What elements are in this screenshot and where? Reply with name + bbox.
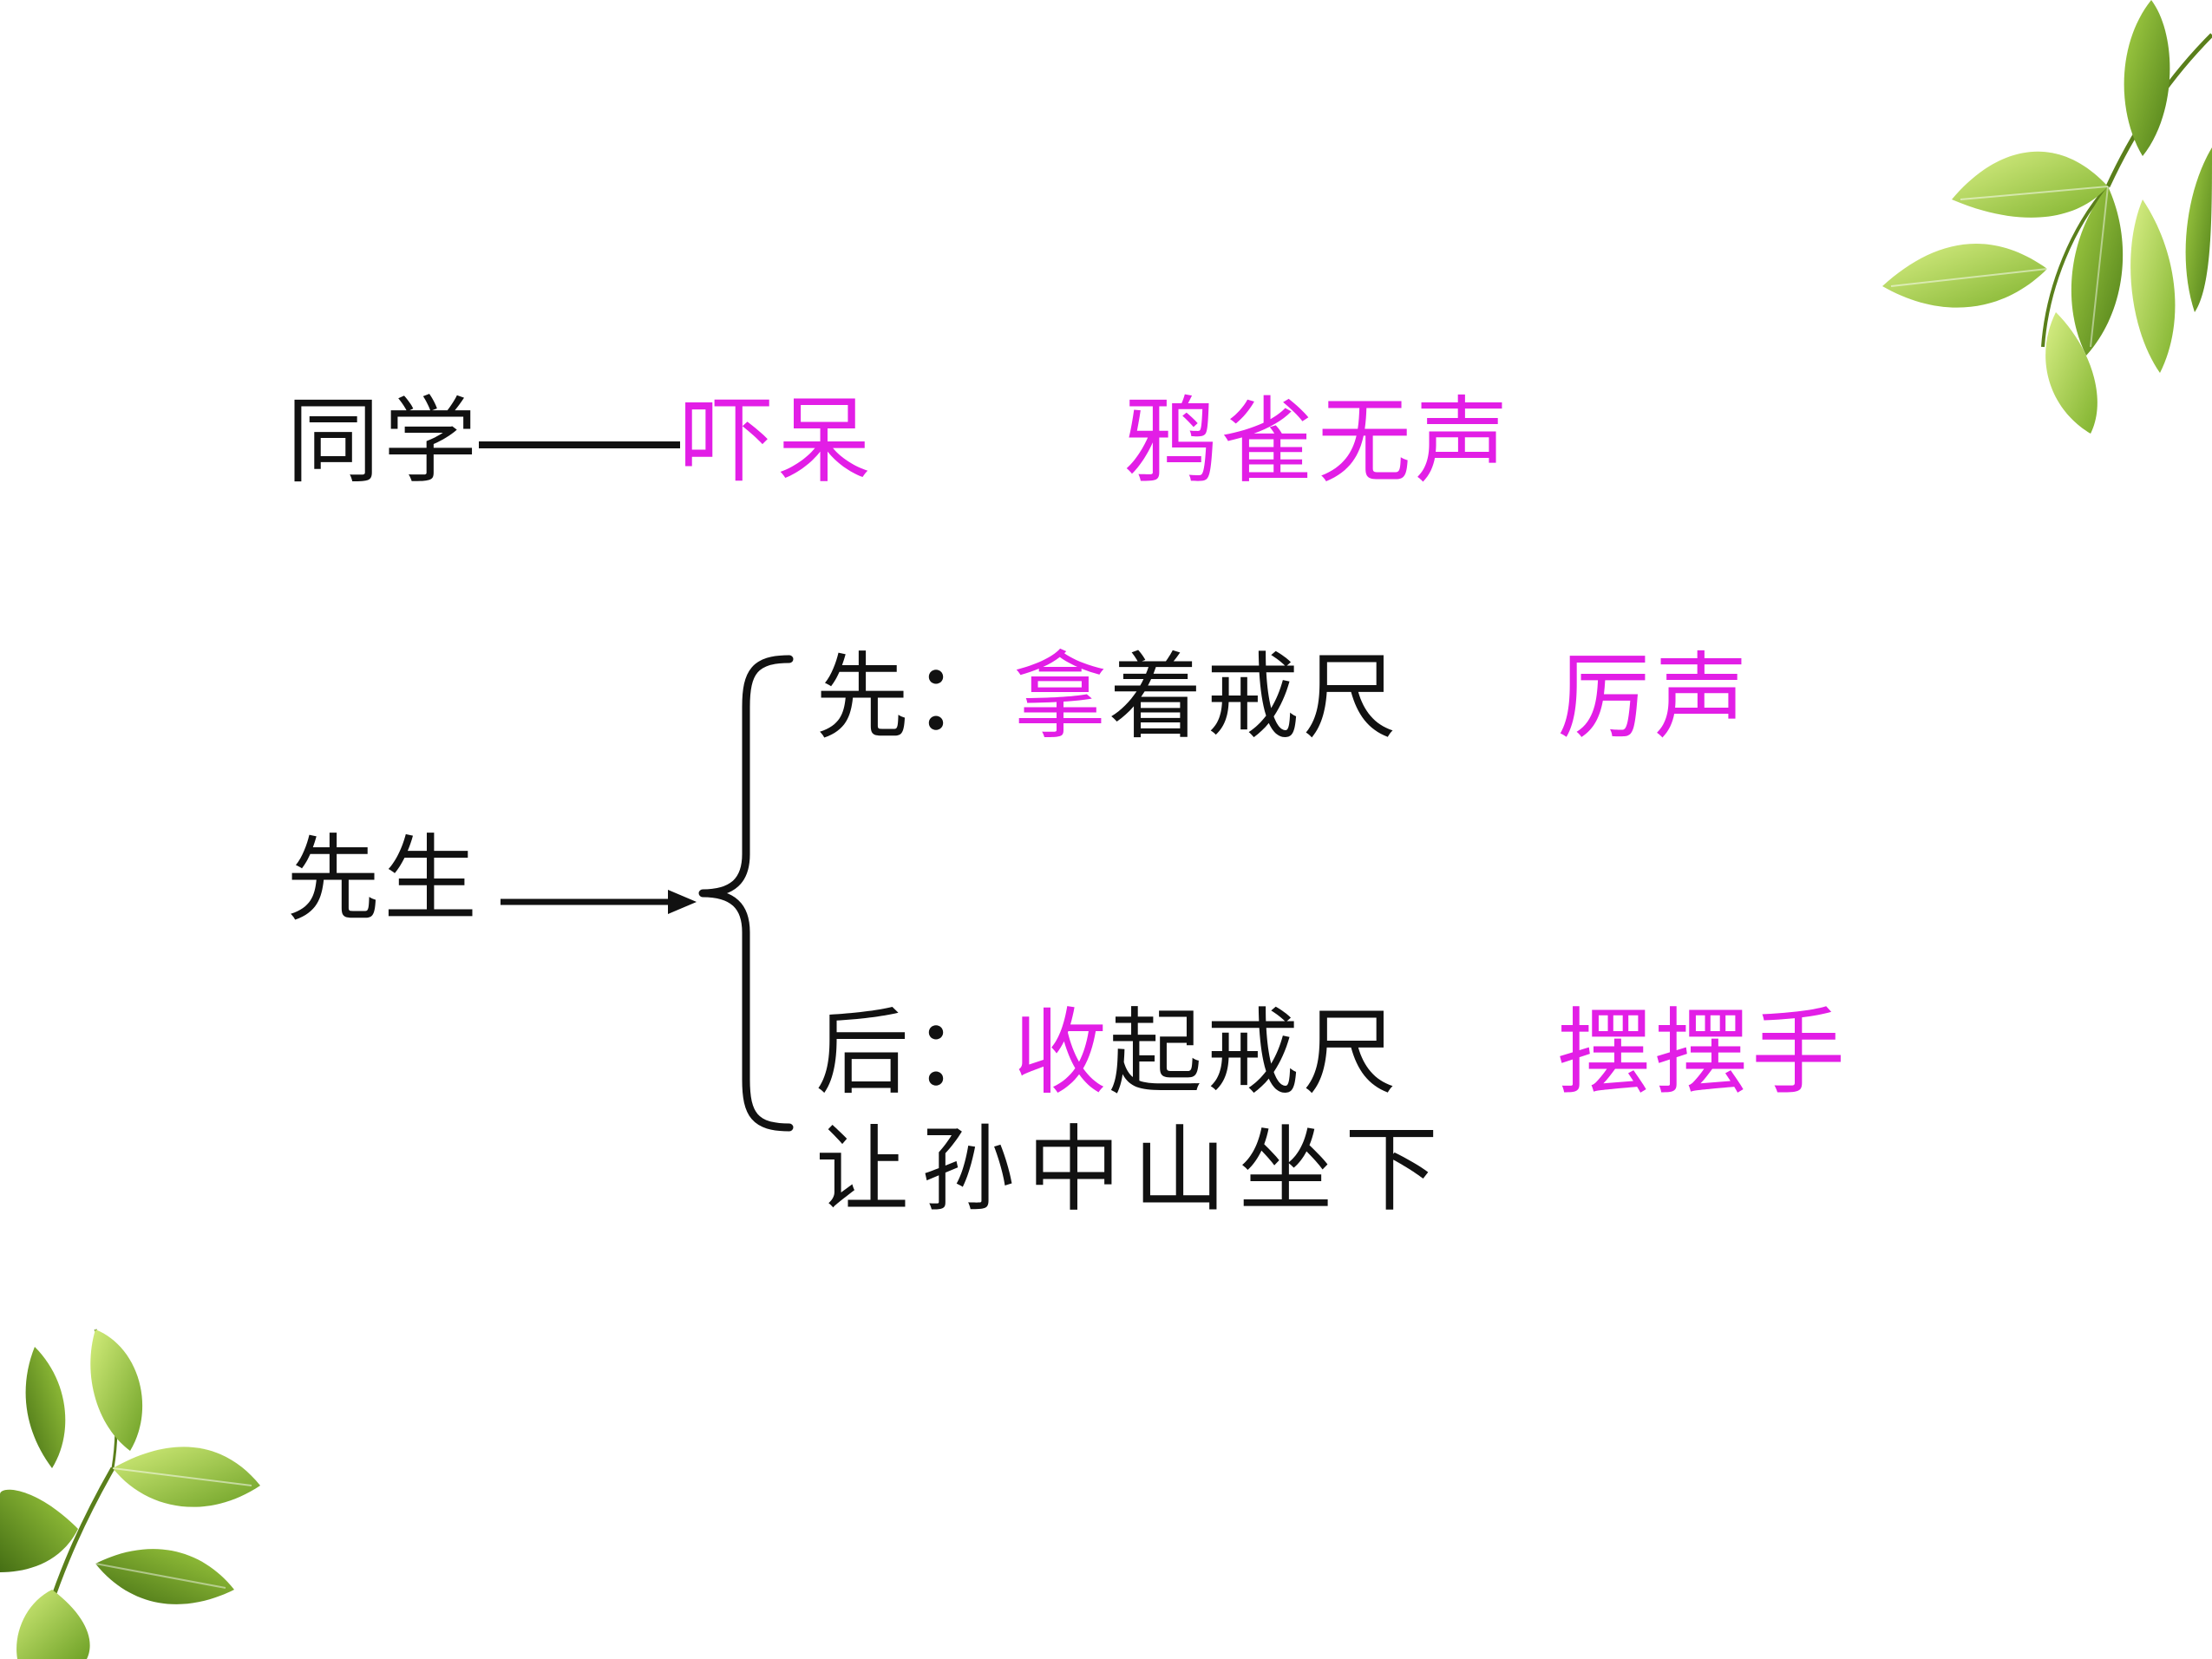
leaf-cluster-top-right-icon bbox=[1882, 0, 2212, 434]
before-verb: 拿 bbox=[1013, 643, 1111, 752]
stunned-word: 吓呆 bbox=[680, 388, 875, 496]
before-label: 先： bbox=[815, 643, 1011, 752]
teacher-label: 先生 bbox=[286, 826, 481, 934]
silence-word: 鸦雀无声 bbox=[1123, 388, 1513, 496]
em-dash-connector bbox=[479, 441, 680, 448]
arrow-right-icon bbox=[501, 890, 697, 914]
left-brace-icon bbox=[698, 655, 794, 1132]
before-action: 着戒尺 bbox=[1109, 643, 1401, 752]
after-label: 后： bbox=[815, 999, 1011, 1107]
after-action: 起戒尺 bbox=[1109, 999, 1401, 1107]
classmates-label: 同学 bbox=[286, 388, 481, 496]
after-verb: 收 bbox=[1013, 999, 1111, 1107]
before-manner: 厉声 bbox=[1557, 643, 1752, 752]
after-continuation: 让孙中山坐下 bbox=[815, 1116, 1451, 1225]
leaf-cluster-bottom-left-icon bbox=[0, 1329, 260, 1659]
after-manner: 摆摆手 bbox=[1557, 999, 1849, 1107]
